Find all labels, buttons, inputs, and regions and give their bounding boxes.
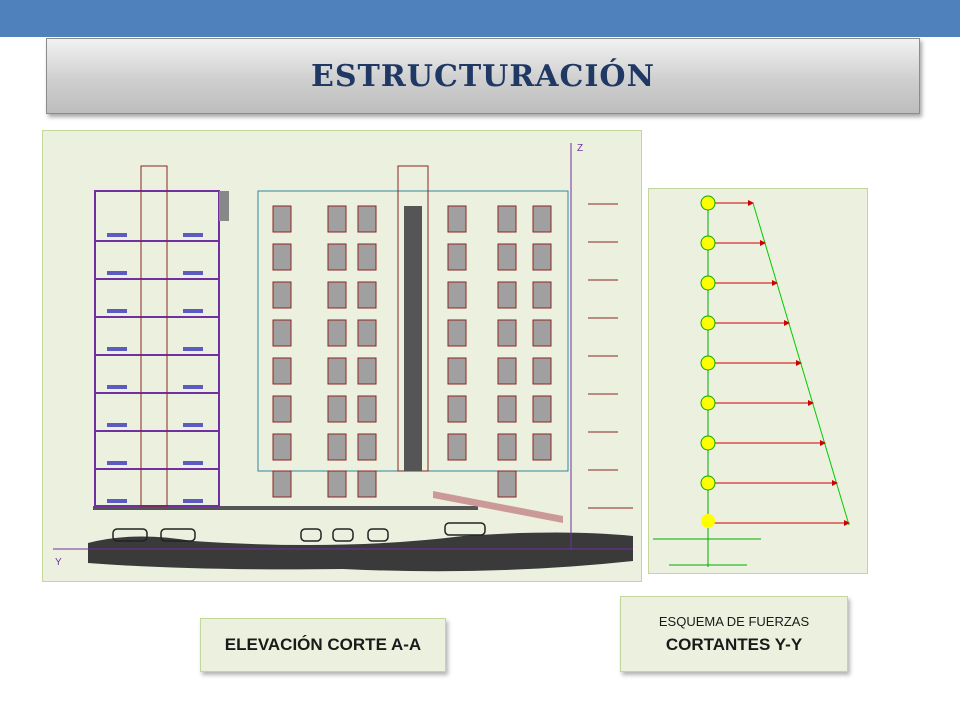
- left-furniture: [107, 233, 203, 503]
- floor-node-1: [701, 514, 715, 528]
- access-ramp: [433, 491, 563, 523]
- elevation-caption-text: ELEVACIÓN CORTE A-A: [224, 635, 422, 654]
- facade-windows: [272, 205, 552, 498]
- floor-node-6: [700, 315, 716, 331]
- elevation-drawing: Z Y: [42, 130, 642, 582]
- top-accent-bar: [0, 0, 960, 37]
- floor-node-7: [700, 275, 716, 291]
- force-caption-line1: ESQUEMA DE FUERZAS: [658, 613, 810, 629]
- force-arrows: [708, 200, 850, 526]
- floor-nodes: [700, 195, 716, 528]
- axis-y-label: Y: [55, 557, 62, 568]
- ground-terrain: [88, 532, 633, 572]
- elevation-svg: Z Y: [53, 143, 633, 572]
- slide-title: ESTRUCTURACIÓN: [311, 58, 655, 94]
- floor-node-4: [700, 395, 716, 411]
- force-diagram-caption: ESQUEMA DE FUERZAS CORTANTES Y-Y: [620, 596, 848, 672]
- force-caption-line2: CORTANTES Y-Y: [665, 634, 803, 654]
- force-diagram: [648, 188, 868, 574]
- floor-node-9: [700, 195, 716, 211]
- parked-cars: [112, 522, 486, 542]
- title-banner: ESTRUCTURACIÓN: [46, 38, 920, 114]
- force-diagram-svg: [653, 195, 850, 567]
- level-markers: [588, 203, 633, 509]
- floor-node-8: [700, 235, 716, 251]
- floor-node-5: [700, 355, 716, 371]
- elevation-caption: ELEVACIÓN CORTE A-A: [200, 618, 446, 672]
- shear-envelope: [752, 202, 850, 526]
- left-building: [94, 190, 220, 507]
- floor-node-2: [700, 475, 716, 491]
- floor-node-3: [700, 435, 716, 451]
- axis-z-label: Z: [577, 143, 583, 154]
